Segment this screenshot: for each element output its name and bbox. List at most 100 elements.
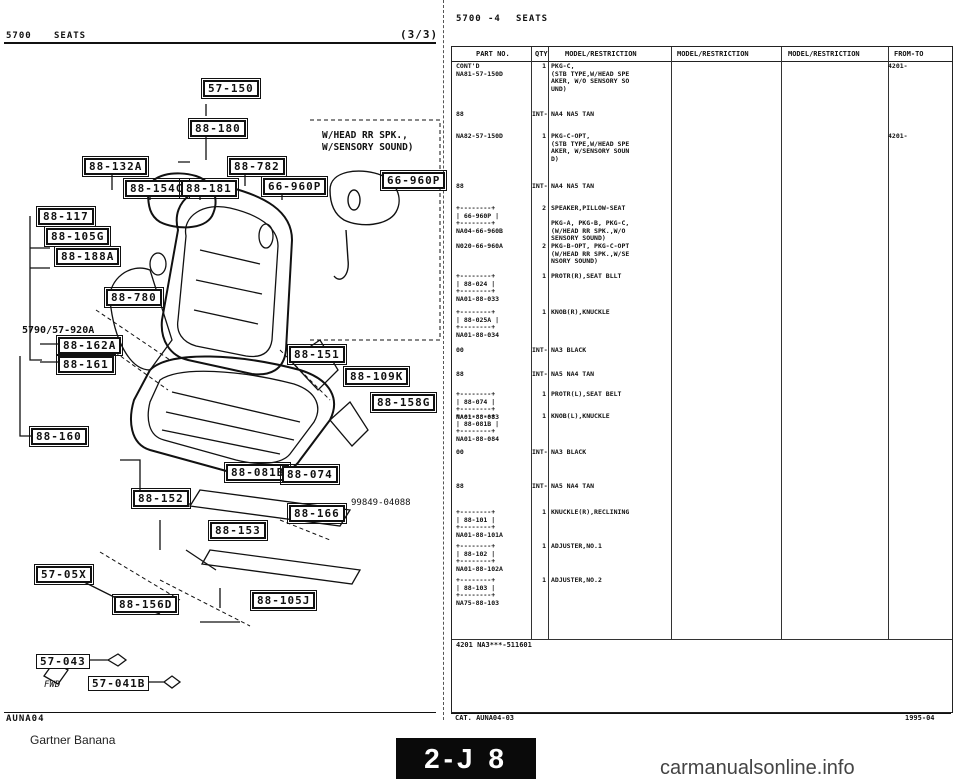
part-number-cell: 00	[456, 448, 464, 456]
quantity-cell: 1	[542, 412, 546, 420]
callout-88-181: 88-181	[179, 178, 239, 199]
callout-88-154c: 88-154C	[122, 178, 191, 199]
quantity-cell: 1	[542, 390, 546, 398]
part-number-cell: +--------+ | 88-103 | +--------+ NA75-88…	[456, 576, 500, 607]
callout-88-153: 88-153	[208, 520, 268, 541]
callout-88-081b: 88-081B	[223, 462, 292, 483]
col-part-no: PART NO.	[476, 50, 510, 58]
left-header-rule	[4, 42, 436, 44]
callout-88-161: 88-161	[56, 354, 116, 375]
inset-callout-66-960p: 66-960P	[379, 170, 448, 191]
description-cell: NA4 NA5 TAN	[551, 110, 595, 118]
part-number-cell: +--------+ | 88-102 | +--------+ NA01-88…	[456, 542, 503, 573]
callout-88-782: 88-782	[227, 156, 287, 177]
page-divider	[443, 0, 444, 720]
callout-57-150: 57-150	[201, 78, 261, 99]
quantity-cell: INT-	[532, 346, 548, 354]
callout-88-105j: 88-105J	[249, 590, 318, 611]
description-cell: KNUCKLE(R),RECLINING	[551, 508, 630, 516]
quantity-cell: 1	[542, 62, 546, 70]
part-number-cell: 88	[456, 110, 464, 118]
right-footer-rule	[451, 713, 951, 714]
parts-table: PART NO. QTY MODEL/RESTRICTION MODEL/RES…	[451, 46, 953, 713]
description-cell: NA3 BLACK	[551, 346, 587, 354]
quantity-cell: INT-	[532, 110, 548, 118]
callout-88-074: 88-074	[280, 464, 340, 485]
left-header-code: 5700	[6, 31, 32, 41]
description-cell: NA4 NA5 TAN	[551, 182, 595, 190]
part-number-cell: 88	[456, 482, 464, 490]
callout-88-188a: 88-188A	[53, 246, 122, 267]
description-cell: NA5 NA4 TAN	[551, 482, 595, 490]
right-header-code: 5700	[456, 14, 482, 24]
quantity-cell: INT-	[532, 448, 548, 456]
col-divider	[781, 47, 782, 639]
part-number-cell: +--------+ | 88-081B | +--------+ NA01-8…	[456, 412, 500, 443]
description-cell: SPEAKER,PILLOW-SEAT PKG-A, PKG-B, PKG-C,…	[551, 204, 630, 242]
left-header-section: SEATS	[54, 31, 87, 41]
description-cell: PKG-C-OPT, (STB TYPE,W/HEAD SPE AKER, W/…	[551, 132, 630, 163]
part-number-cell: 88	[456, 182, 464, 190]
col-divider	[671, 47, 672, 639]
quantity-cell: 1	[542, 508, 546, 516]
table-footnote: 4201 NA3***-511601	[456, 641, 532, 649]
callout-88-117: 88-117	[36, 206, 96, 227]
callout-57-043: 57-043	[36, 654, 90, 669]
quantity-cell: 1	[542, 132, 546, 140]
callout-88-166: 88-166	[287, 503, 347, 524]
inset-title-line2: W/SENSORY SOUND)	[322, 142, 414, 153]
part-number-cell: +--------+ | 88-101 | +--------+ NA01-88…	[456, 508, 503, 539]
quantity-cell: 1	[542, 542, 546, 550]
right-header-section: SEATS	[516, 14, 549, 24]
callout-88-156d: 88-156D	[111, 594, 180, 615]
reference-label: 5790/57-920A	[22, 325, 95, 336]
callout-57-05x: 57-05X	[34, 564, 94, 585]
callout-57-041b: 57-041B	[88, 676, 150, 691]
from-to-cell: 4201-	[888, 62, 908, 70]
inset-title-line1: W/HEAD RR SPK.,	[322, 130, 408, 141]
seat-illustration	[19, 104, 441, 689]
part-ref-number: 99849-04088	[351, 498, 411, 508]
callout-88-105g: 88-105G	[43, 226, 112, 247]
col-model-3: MODEL/RESTRICTION	[788, 50, 860, 58]
quantity-cell: INT-	[532, 182, 548, 190]
callout-66-960p: 66-960P	[260, 176, 329, 197]
from-to-cell: 4201-	[888, 132, 908, 140]
col-divider	[548, 47, 549, 639]
left-footer-rule	[4, 712, 436, 713]
left-footer-code: AUNA04	[6, 714, 45, 724]
part-number-cell: NA82-57-150D	[456, 132, 503, 140]
quantity-cell: 1	[542, 576, 546, 584]
description-cell: PKG-B-OPT, PKG-C-OPT (W/HEAD RR SPK.,W/S…	[551, 242, 630, 265]
brand-label: Gartner Banana	[30, 733, 116, 747]
callout-88-780: 88-780	[104, 287, 164, 308]
right-header-sep: -4	[488, 14, 501, 24]
callout-88-158g: 88-158G	[369, 392, 438, 413]
quantity-cell: INT-	[532, 370, 548, 378]
col-from-to: FROM-TO	[894, 50, 924, 58]
part-number-cell: CONT'D NA81-57-150D	[456, 62, 503, 78]
callout-88-162a: 88-162A	[55, 335, 124, 356]
description-cell: ADJUSTER,NO.2	[551, 576, 602, 584]
callout-88-180: 88-180	[188, 118, 248, 139]
part-number-cell: +--------+ | 88-025A | +--------+ NA01-8…	[456, 308, 500, 339]
callout-88-132a: 88-132A	[81, 156, 150, 177]
quantity-cell: 1	[542, 272, 546, 280]
description-cell: PKG-C, (STB TYPE,W/HEAD SPE AKER, W/O SE…	[551, 62, 630, 93]
parts-table-header: PART NO. QTY MODEL/RESTRICTION MODEL/RES…	[452, 47, 952, 62]
description-cell: ADJUSTER,NO.1	[551, 542, 602, 550]
part-number-cell: +--------+ | 66-960P | +--------+ NA04-6…	[456, 204, 503, 235]
exploded-seat-diagram: 57-150 88-180 88-132A 88-782 88-154C 88-…	[0, 40, 448, 720]
callout-88-160: 88-160	[29, 426, 89, 447]
part-number-cell: 88	[456, 370, 464, 378]
left-header-page: (3/3)	[400, 28, 439, 41]
part-number-cell: +--------+ | 88-024 | +--------+ NA01-88…	[456, 272, 500, 303]
callout-88-151: 88-151	[287, 344, 347, 365]
callout-88-152: 88-152	[131, 488, 191, 509]
description-cell: KNOB(L),KNUCKLE	[551, 412, 610, 420]
description-cell: PROTR(L),SEAT BELT	[551, 390, 622, 398]
col-model-1: MODEL/RESTRICTION	[565, 50, 637, 58]
table-bottom-rule	[452, 639, 952, 640]
catalog-code: CAT. AUNA04-03	[455, 714, 515, 722]
col-qty: QTY	[535, 50, 548, 58]
